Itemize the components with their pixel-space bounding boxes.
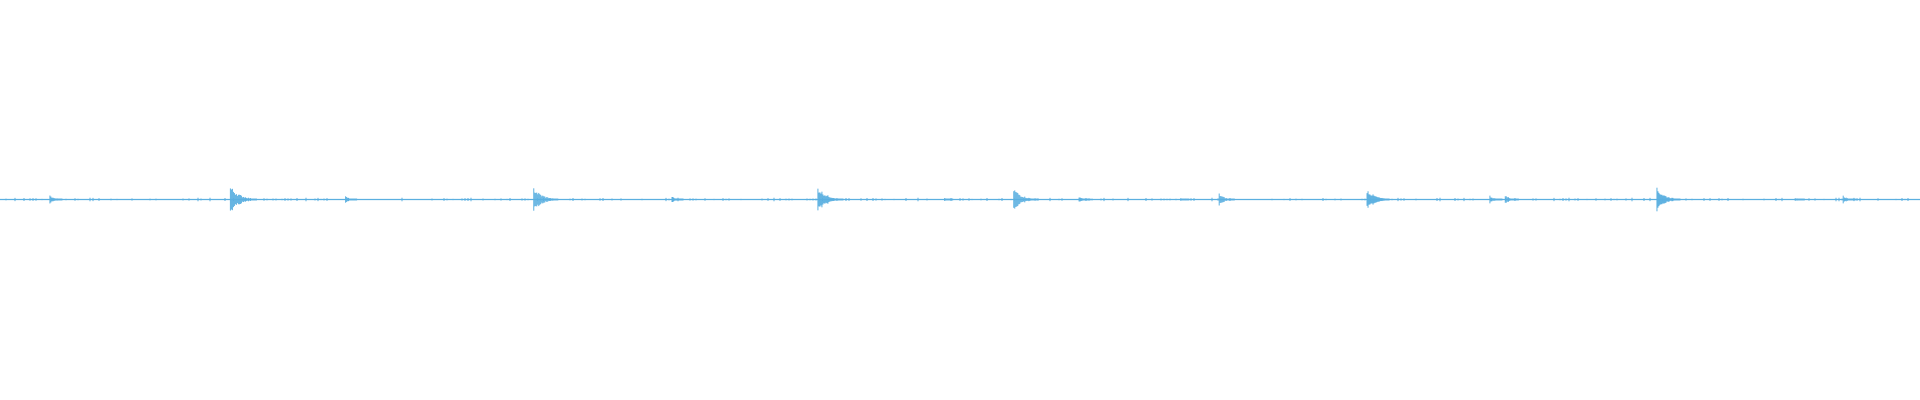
waveform-transient <box>1842 195 1856 204</box>
waveform-transient <box>1656 187 1681 212</box>
waveform-transients <box>5 187 1909 212</box>
waveform-transient <box>1504 196 1519 203</box>
waveform-transient <box>1794 198 1805 201</box>
waveform-transient <box>1489 195 1503 204</box>
waveform-transient <box>1180 198 1190 201</box>
waveform-transient <box>1013 190 1038 209</box>
waveform-transient <box>533 188 559 211</box>
waveform-transient <box>1218 193 1235 206</box>
waveform-transient <box>817 188 844 211</box>
waveform-transient <box>671 196 684 203</box>
waveform-transient <box>345 196 358 203</box>
waveform-transient <box>229 188 257 211</box>
waveform-transient <box>1366 191 1390 208</box>
waveform-transient <box>944 198 954 201</box>
waveform-transient <box>1078 197 1091 202</box>
waveform-transient <box>49 195 63 204</box>
